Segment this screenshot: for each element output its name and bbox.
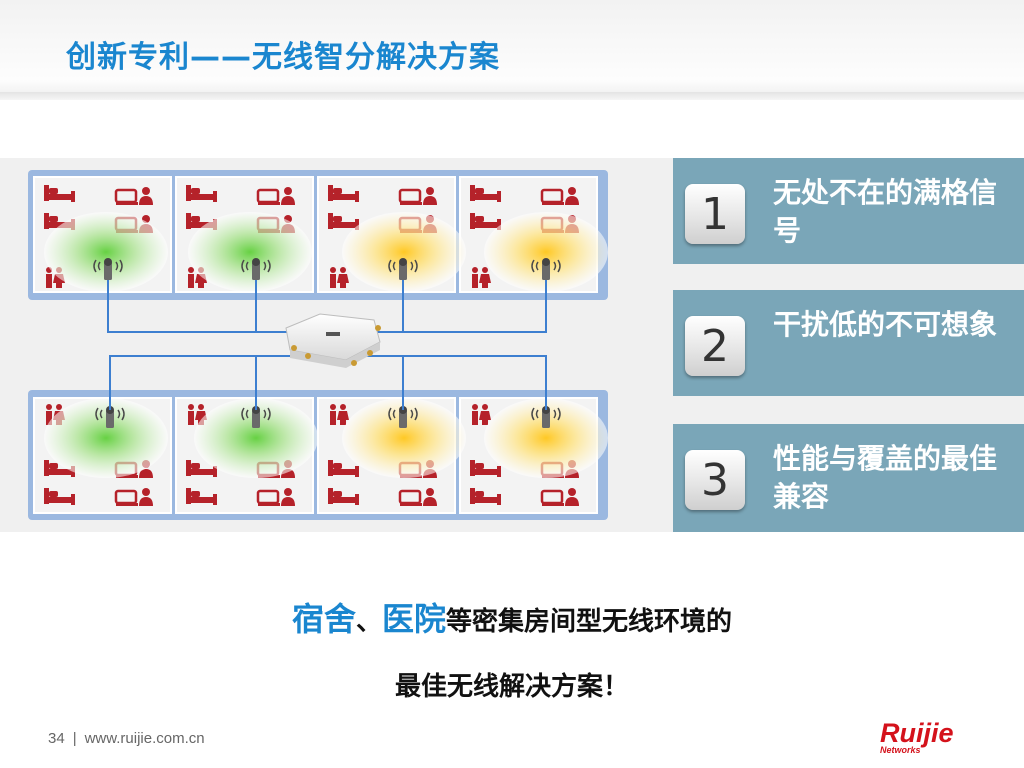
page-number: 34 [48,730,65,747]
ruijie-logo: Ruijie Networks [880,718,954,755]
feature-text-3: 性能与覆盖的最佳兼容 [773,442,998,513]
footer-divider: | [72,730,77,747]
logo-sub: Networks [880,745,921,755]
logo-brand: Ruijie [880,718,954,748]
number-badge-1: 1 [685,184,745,244]
highlight-dormitory: 宿舍 [291,600,356,638]
header-band [0,0,1024,100]
tagline-separator: 、 [355,607,382,637]
header-divider [0,92,1024,100]
page-title: 创新专利——无线智分解决方案 [66,40,500,75]
feature-panel-2: 2 干扰低的不可想象 [673,290,1024,396]
tagline-line-2: 最佳无线解决方案！ [394,672,629,702]
feature-panel-3: 3 性能与覆盖的最佳兼容 [673,424,1024,532]
footer: 34 | www.ruijie.com.cn [48,730,205,747]
top-coverage-zones [44,212,608,292]
tagline-line-1: 宿舍、医院等密集房间型无线环境的 [0,594,1024,640]
feature-panel-1: 1 无处不在的满格信号 [673,158,1024,264]
central-access-point-device [285,313,381,368]
number-badge-3: 3 [685,450,745,510]
feature-text-2: 干扰低的不可想象 [773,308,998,341]
highlight-hospital: 医院 [382,600,447,638]
footer-url: www.ruijie.com.cn [84,730,205,747]
tagline-rest: 等密集房间型无线环境的 [446,607,733,637]
bottom-coverage-zones [44,398,608,478]
wireless-network-diagram [28,170,608,520]
feature-text-1: 无处不在的满格信号 [773,176,998,247]
number-badge-2: 2 [685,316,745,376]
